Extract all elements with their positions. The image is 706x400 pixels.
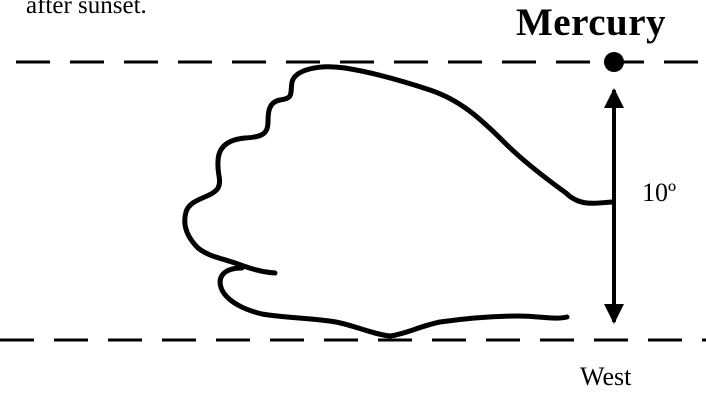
direction-west-label: West [580, 362, 631, 392]
mercury-label: Mercury [516, 0, 666, 46]
angle-label: 10º [642, 178, 676, 208]
caption-fragment-text: after sunset. [26, 0, 147, 21]
mercury-dot-icon [604, 52, 624, 72]
fist-outline-icon [185, 67, 612, 336]
